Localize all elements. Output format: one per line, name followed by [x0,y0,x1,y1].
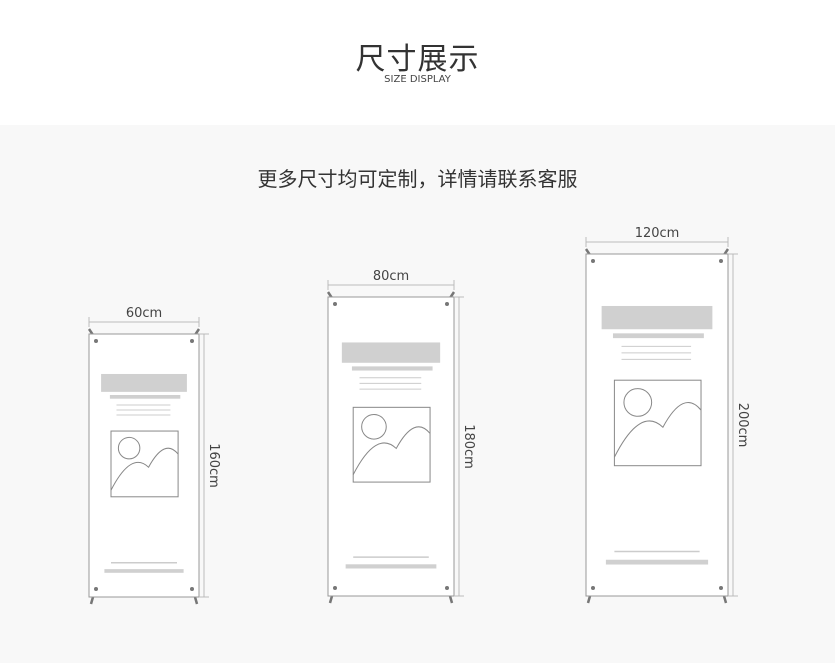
x-banner-2: 80cm 180cm [326,269,476,604]
page-subtitle: SIZE DISPLAY [384,74,451,85]
banner-foot [586,595,592,604]
mountain-icon [110,447,179,491]
width-label: 60cm [126,306,162,321]
x-banner-3: 120cm 200cm [584,226,750,604]
header-block [601,305,713,330]
subheader-block [109,395,181,399]
header-block [341,342,441,363]
image-placeholder-icon [613,379,702,467]
grommet [94,587,98,591]
footer-block [605,559,709,565]
banner-panel [585,253,729,597]
banner-foot [193,596,199,605]
grommet [333,586,337,590]
grommet [719,259,723,263]
banner-foot [89,596,95,605]
banner-panel [88,333,200,598]
grommet [719,586,723,590]
header-block [101,373,187,392]
width-label: 80cm [373,269,409,284]
grommet [445,302,449,306]
height-label: 200cm [735,403,750,448]
x-banner-1: 60cm 160cm [87,306,221,605]
grommet [591,259,595,263]
banner-foot [328,595,334,604]
page-title: 尺寸展示 [355,42,480,77]
sun-icon [623,388,653,417]
banner-foot [722,595,728,604]
sun-icon [117,436,141,460]
image-placeholder-icon [352,406,431,483]
sun-icon [361,413,387,440]
footer-block [345,564,437,569]
grommet [190,339,194,343]
height-label: 180cm [461,424,476,469]
customization-note: 更多尺寸均可定制，详情请联系客服 [257,167,578,191]
subheader-block [612,333,704,339]
mountain-icon [613,402,702,458]
grommet [445,586,449,590]
height-label: 160cm [206,443,221,488]
image-placeholder-icon [110,430,179,498]
footer-block [104,569,184,573]
header-section: 尺寸展示 SIZE DISPLAY [0,0,835,125]
grommet [333,302,337,306]
subheader-block [351,366,433,371]
grommet [94,339,98,343]
width-label: 120cm [635,226,680,241]
mountain-icon [352,426,431,475]
banner-panel [327,296,455,597]
grommet [591,586,595,590]
grommet [190,587,194,591]
banner-foot [448,595,454,604]
